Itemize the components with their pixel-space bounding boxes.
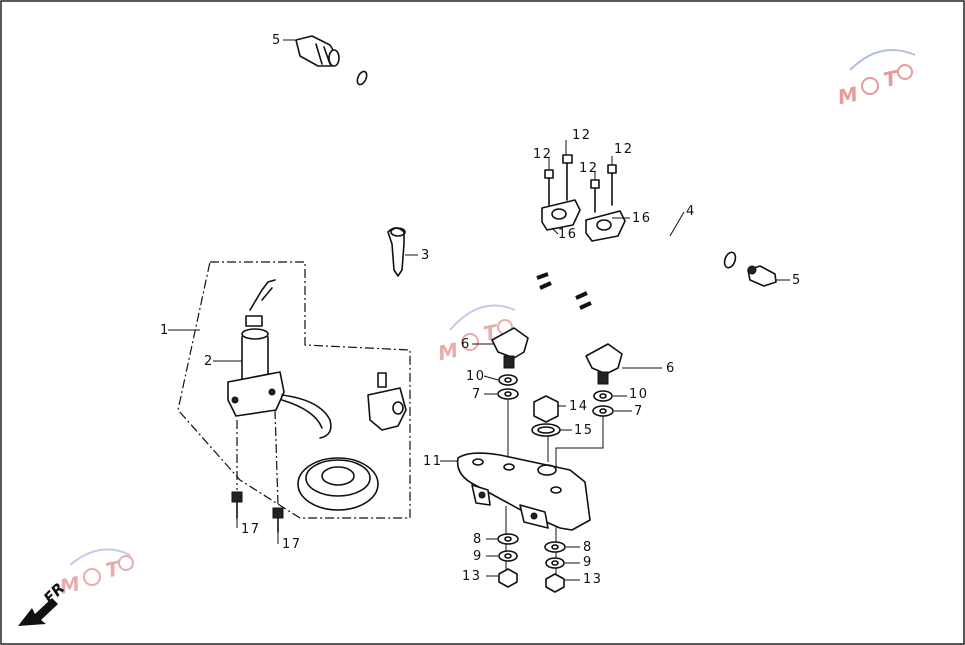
callout-label-6: 6 [666, 361, 676, 376]
callout-label-17: 17 [282, 537, 302, 552]
callout-label-8: 8 [583, 540, 593, 555]
callout-label-5: 5 [272, 33, 282, 48]
handlebar-clamp-right [585, 210, 626, 242]
stem-nut [531, 395, 561, 437]
front-direction-arrow: FR [18, 579, 68, 626]
callout-label-6: 6 [461, 337, 471, 352]
watermark-logo-top-right: M T [836, 49, 916, 110]
bar-end-weight-left [295, 35, 340, 67]
key-blank [387, 227, 406, 277]
ignition-switch [227, 279, 332, 439]
callout-label-10: 10 [629, 387, 649, 402]
callout-label-2: 2 [204, 354, 214, 369]
handlebar-clamp-left [541, 199, 581, 231]
callout-label-8: 8 [473, 532, 483, 547]
callout-label-13: 13 [462, 569, 482, 584]
callout-label-12: 12 [533, 147, 553, 162]
callout-label-4: 4 [686, 204, 696, 219]
callout-label-12: 12 [614, 142, 634, 157]
callout-label-9: 9 [583, 555, 593, 570]
callout-leader-line [551, 227, 559, 235]
washers-lower [497, 533, 566, 593]
handlebar [356, 70, 737, 320]
callout-label-16: 16 [558, 227, 578, 242]
watermark-logo-bottom-left: M T [58, 548, 134, 599]
switch-cover-cap [297, 457, 379, 511]
callout-label-14: 14 [569, 399, 589, 414]
callout-leader-line [669, 211, 685, 237]
handlebar-riser-right [585, 343, 623, 385]
switch-connector [367, 372, 407, 431]
callout-label-13: 13 [583, 572, 603, 587]
svg-text:M: M [836, 82, 861, 110]
callout-label-17: 17 [241, 522, 261, 537]
callout-label-11: 11 [423, 454, 443, 469]
callout-label-16: 16 [632, 211, 652, 226]
callout-label-7: 7 [472, 387, 482, 402]
callout-label-3: 3 [421, 248, 431, 263]
callout-label-12: 12 [579, 161, 599, 176]
clamp-bolts [544, 154, 617, 213]
callout-label-9: 9 [473, 549, 483, 564]
ignition-assembly-boundary [177, 261, 411, 519]
callout-label-15: 15 [574, 423, 594, 438]
top-bridge [456, 452, 591, 531]
callout-label-12: 12 [572, 128, 592, 143]
callout-leader-line [483, 375, 499, 381]
callout-label-7: 7 [634, 404, 644, 419]
callout-label-1: 1 [160, 323, 170, 338]
handlebar-riser-left [491, 327, 529, 369]
callout-label-5: 5 [792, 273, 802, 288]
svg-text:M: M [436, 338, 461, 366]
bar-end-weight-right [747, 265, 777, 287]
callout-label-10: 10 [466, 369, 486, 384]
mounting-bolts-17 [231, 409, 284, 533]
